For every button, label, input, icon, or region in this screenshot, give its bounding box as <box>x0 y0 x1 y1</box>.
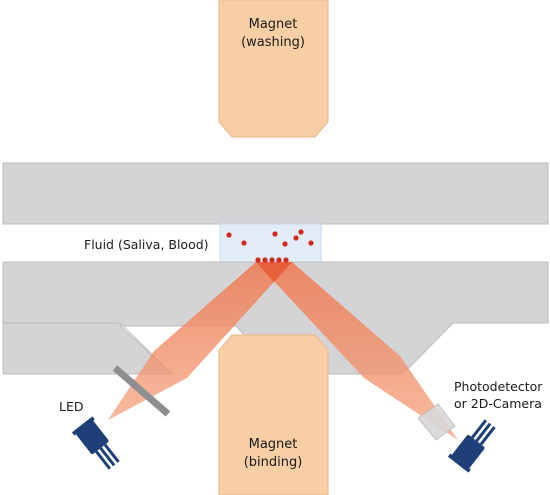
particle <box>255 257 261 263</box>
magnet-washing-label: Magnet <box>249 17 298 32</box>
led-label: LED <box>59 399 84 414</box>
detector-filter <box>417 403 456 441</box>
photodetector-label: Photodetector <box>454 379 543 394</box>
magnet-binding: Magnet (binding) <box>218 334 329 495</box>
upper-plate <box>2 162 549 225</box>
particle <box>282 241 288 247</box>
particle <box>283 257 289 263</box>
particle <box>308 240 314 246</box>
particle <box>226 232 232 238</box>
magnet-washing: Magnet (washing) <box>218 0 329 138</box>
incident-light-beam <box>108 262 292 420</box>
reflected-light-beam <box>256 262 458 440</box>
particle <box>298 229 304 235</box>
magnet-binding-label: Magnet <box>249 437 298 452</box>
particle <box>276 257 282 263</box>
particle <box>272 231 278 237</box>
fluid-label: Fluid (Saliva, Blood) <box>84 237 209 252</box>
led-icon <box>71 416 120 470</box>
photodetector-icon <box>447 419 496 473</box>
particle <box>262 257 268 263</box>
led-lens <box>112 365 171 417</box>
magnet-washing-sublabel: (washing) <box>241 35 305 50</box>
magnetic-particles <box>226 229 314 263</box>
particle <box>241 240 247 246</box>
sensor-spot <box>256 262 292 282</box>
camera-label: or 2D-Camera <box>454 396 542 411</box>
fluid-chamber <box>219 223 322 263</box>
particle <box>269 257 275 263</box>
particle <box>293 235 299 241</box>
magnet-binding-sublabel: (binding) <box>244 455 303 470</box>
